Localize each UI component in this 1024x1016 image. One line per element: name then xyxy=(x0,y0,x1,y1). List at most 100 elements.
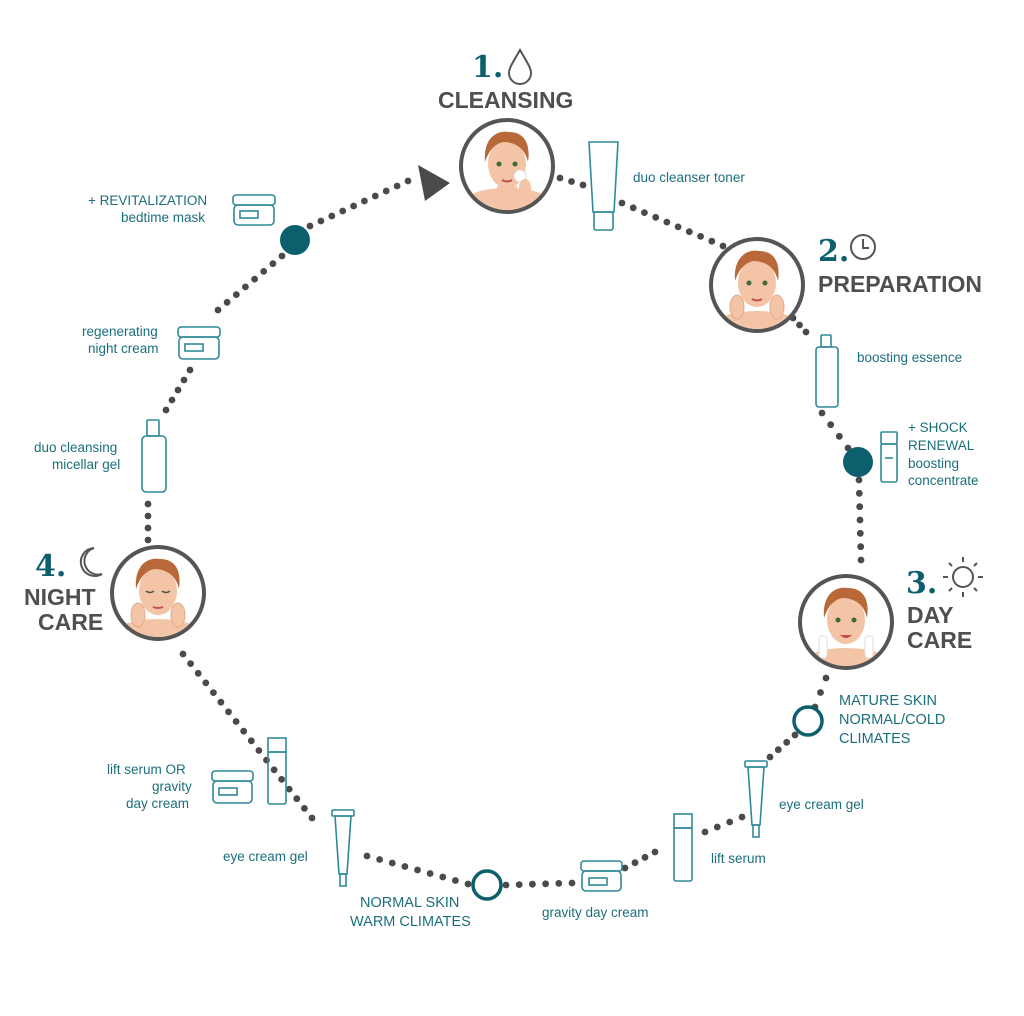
path-dot xyxy=(223,298,231,306)
path-dot xyxy=(393,182,401,190)
step-3-name-line2: CARE xyxy=(907,627,972,653)
path-dot xyxy=(796,321,803,329)
path-dot xyxy=(719,242,727,250)
lift-serum-bottle-icon xyxy=(673,813,693,882)
path-dot xyxy=(260,268,268,275)
path-dot xyxy=(293,795,301,803)
path-dot xyxy=(542,880,549,888)
step-2-number: 2. xyxy=(818,234,849,269)
path-dot xyxy=(339,207,347,215)
product-duo-cleanser-toner: duo cleanser toner xyxy=(633,170,745,185)
path-dot xyxy=(361,197,368,205)
step-3-number: 3. xyxy=(906,566,937,601)
step-3-name-line1: DAY xyxy=(907,602,953,628)
path-dot xyxy=(255,747,263,754)
path-dot xyxy=(555,880,563,887)
path-dot xyxy=(251,275,258,283)
drop-icon xyxy=(507,48,533,85)
product-shock-renewal-2: RENEWAL xyxy=(908,438,975,453)
essence-bottle-icon xyxy=(815,334,839,408)
path-dot xyxy=(652,213,660,221)
face-preparation xyxy=(709,237,805,333)
path-dot xyxy=(641,209,648,217)
branch-mature-line2: NORMAL/COLD xyxy=(839,712,945,728)
product-duo-cleansing-1: duo cleansing xyxy=(34,440,117,455)
path-dot xyxy=(579,181,587,189)
path-dot xyxy=(568,879,576,887)
path-dot xyxy=(270,766,278,774)
path-dot xyxy=(350,202,357,210)
face-cleansing xyxy=(459,118,555,214)
branch-normal-line2: WARM CLIMATES xyxy=(350,914,471,930)
bedtime-mask-jar-icon xyxy=(232,194,276,226)
marker-normal-skin xyxy=(471,869,503,901)
product-duo-cleansing-2: micellar gel xyxy=(52,457,120,472)
path-dot xyxy=(855,489,863,497)
product-night-eye-cream-gel: eye cream gel xyxy=(223,849,308,864)
path-dot xyxy=(240,727,248,735)
step-4-number: 4. xyxy=(35,549,66,584)
path-dot xyxy=(452,877,459,884)
sun-icon xyxy=(943,557,983,597)
eye-cream-tube-icon xyxy=(744,760,768,838)
path-dot xyxy=(308,814,316,822)
path-dot xyxy=(791,731,799,739)
path-dot xyxy=(285,785,293,793)
path-dot xyxy=(301,805,308,812)
clock-icon xyxy=(850,234,876,260)
product-day-lift-serum: lift serum xyxy=(711,851,766,866)
path-dot xyxy=(388,859,396,867)
concentrate-bottle-icon xyxy=(880,431,898,483)
product-lift-serum-or-2: gravity xyxy=(152,779,192,794)
path-dot xyxy=(306,222,314,230)
path-dot xyxy=(621,864,629,872)
path-dot xyxy=(568,178,575,185)
branch-normal-line1: NORMAL SKIN xyxy=(360,895,459,911)
path-dot xyxy=(835,432,843,440)
toner-bottle-icon xyxy=(588,141,619,231)
path-dot xyxy=(404,177,412,185)
product-shock-renewal-1: + SHOCK xyxy=(908,420,968,435)
path-dot xyxy=(376,856,383,863)
path-dot xyxy=(651,848,659,856)
path-dot xyxy=(162,406,170,414)
marker-mature-skin xyxy=(792,705,824,737)
path-dot xyxy=(502,881,510,889)
path-dot xyxy=(217,698,225,706)
path-dot xyxy=(827,421,835,429)
path-dot xyxy=(464,880,472,888)
path-dot xyxy=(515,881,523,888)
path-dot xyxy=(174,386,182,394)
product-revitalization-2: bedtime mask xyxy=(121,210,205,225)
path-dot xyxy=(242,283,249,291)
path-dot xyxy=(685,228,693,236)
path-dot xyxy=(713,823,721,831)
micellar-gel-bottle-icon xyxy=(141,419,167,493)
path-dot xyxy=(856,516,864,524)
path-dot xyxy=(269,260,277,268)
product-day-eye-cream-gel: eye cream gel xyxy=(779,797,864,812)
product-shock-renewal-3: boosting xyxy=(908,456,959,471)
gravity-day-cream-jar-icon xyxy=(580,860,623,892)
path-dot xyxy=(210,689,217,696)
path-dot xyxy=(766,753,774,761)
path-dot xyxy=(382,187,390,195)
path-dot xyxy=(168,396,176,404)
path-dot xyxy=(214,306,222,314)
path-dot xyxy=(822,674,830,682)
path-dot xyxy=(278,252,286,260)
dotted-routine-path xyxy=(144,174,865,889)
path-dot xyxy=(641,853,649,861)
path-dot xyxy=(663,218,671,226)
path-dot xyxy=(618,199,626,207)
path-dot xyxy=(186,366,194,374)
step-1-name: CLEANSING xyxy=(438,87,573,113)
path-dot xyxy=(708,237,716,245)
path-dot xyxy=(247,737,255,745)
marker-shock-renewal xyxy=(843,447,873,477)
path-dot xyxy=(556,174,564,182)
path-dot xyxy=(726,818,734,826)
path-dot xyxy=(232,291,240,298)
path-dot xyxy=(857,556,865,564)
